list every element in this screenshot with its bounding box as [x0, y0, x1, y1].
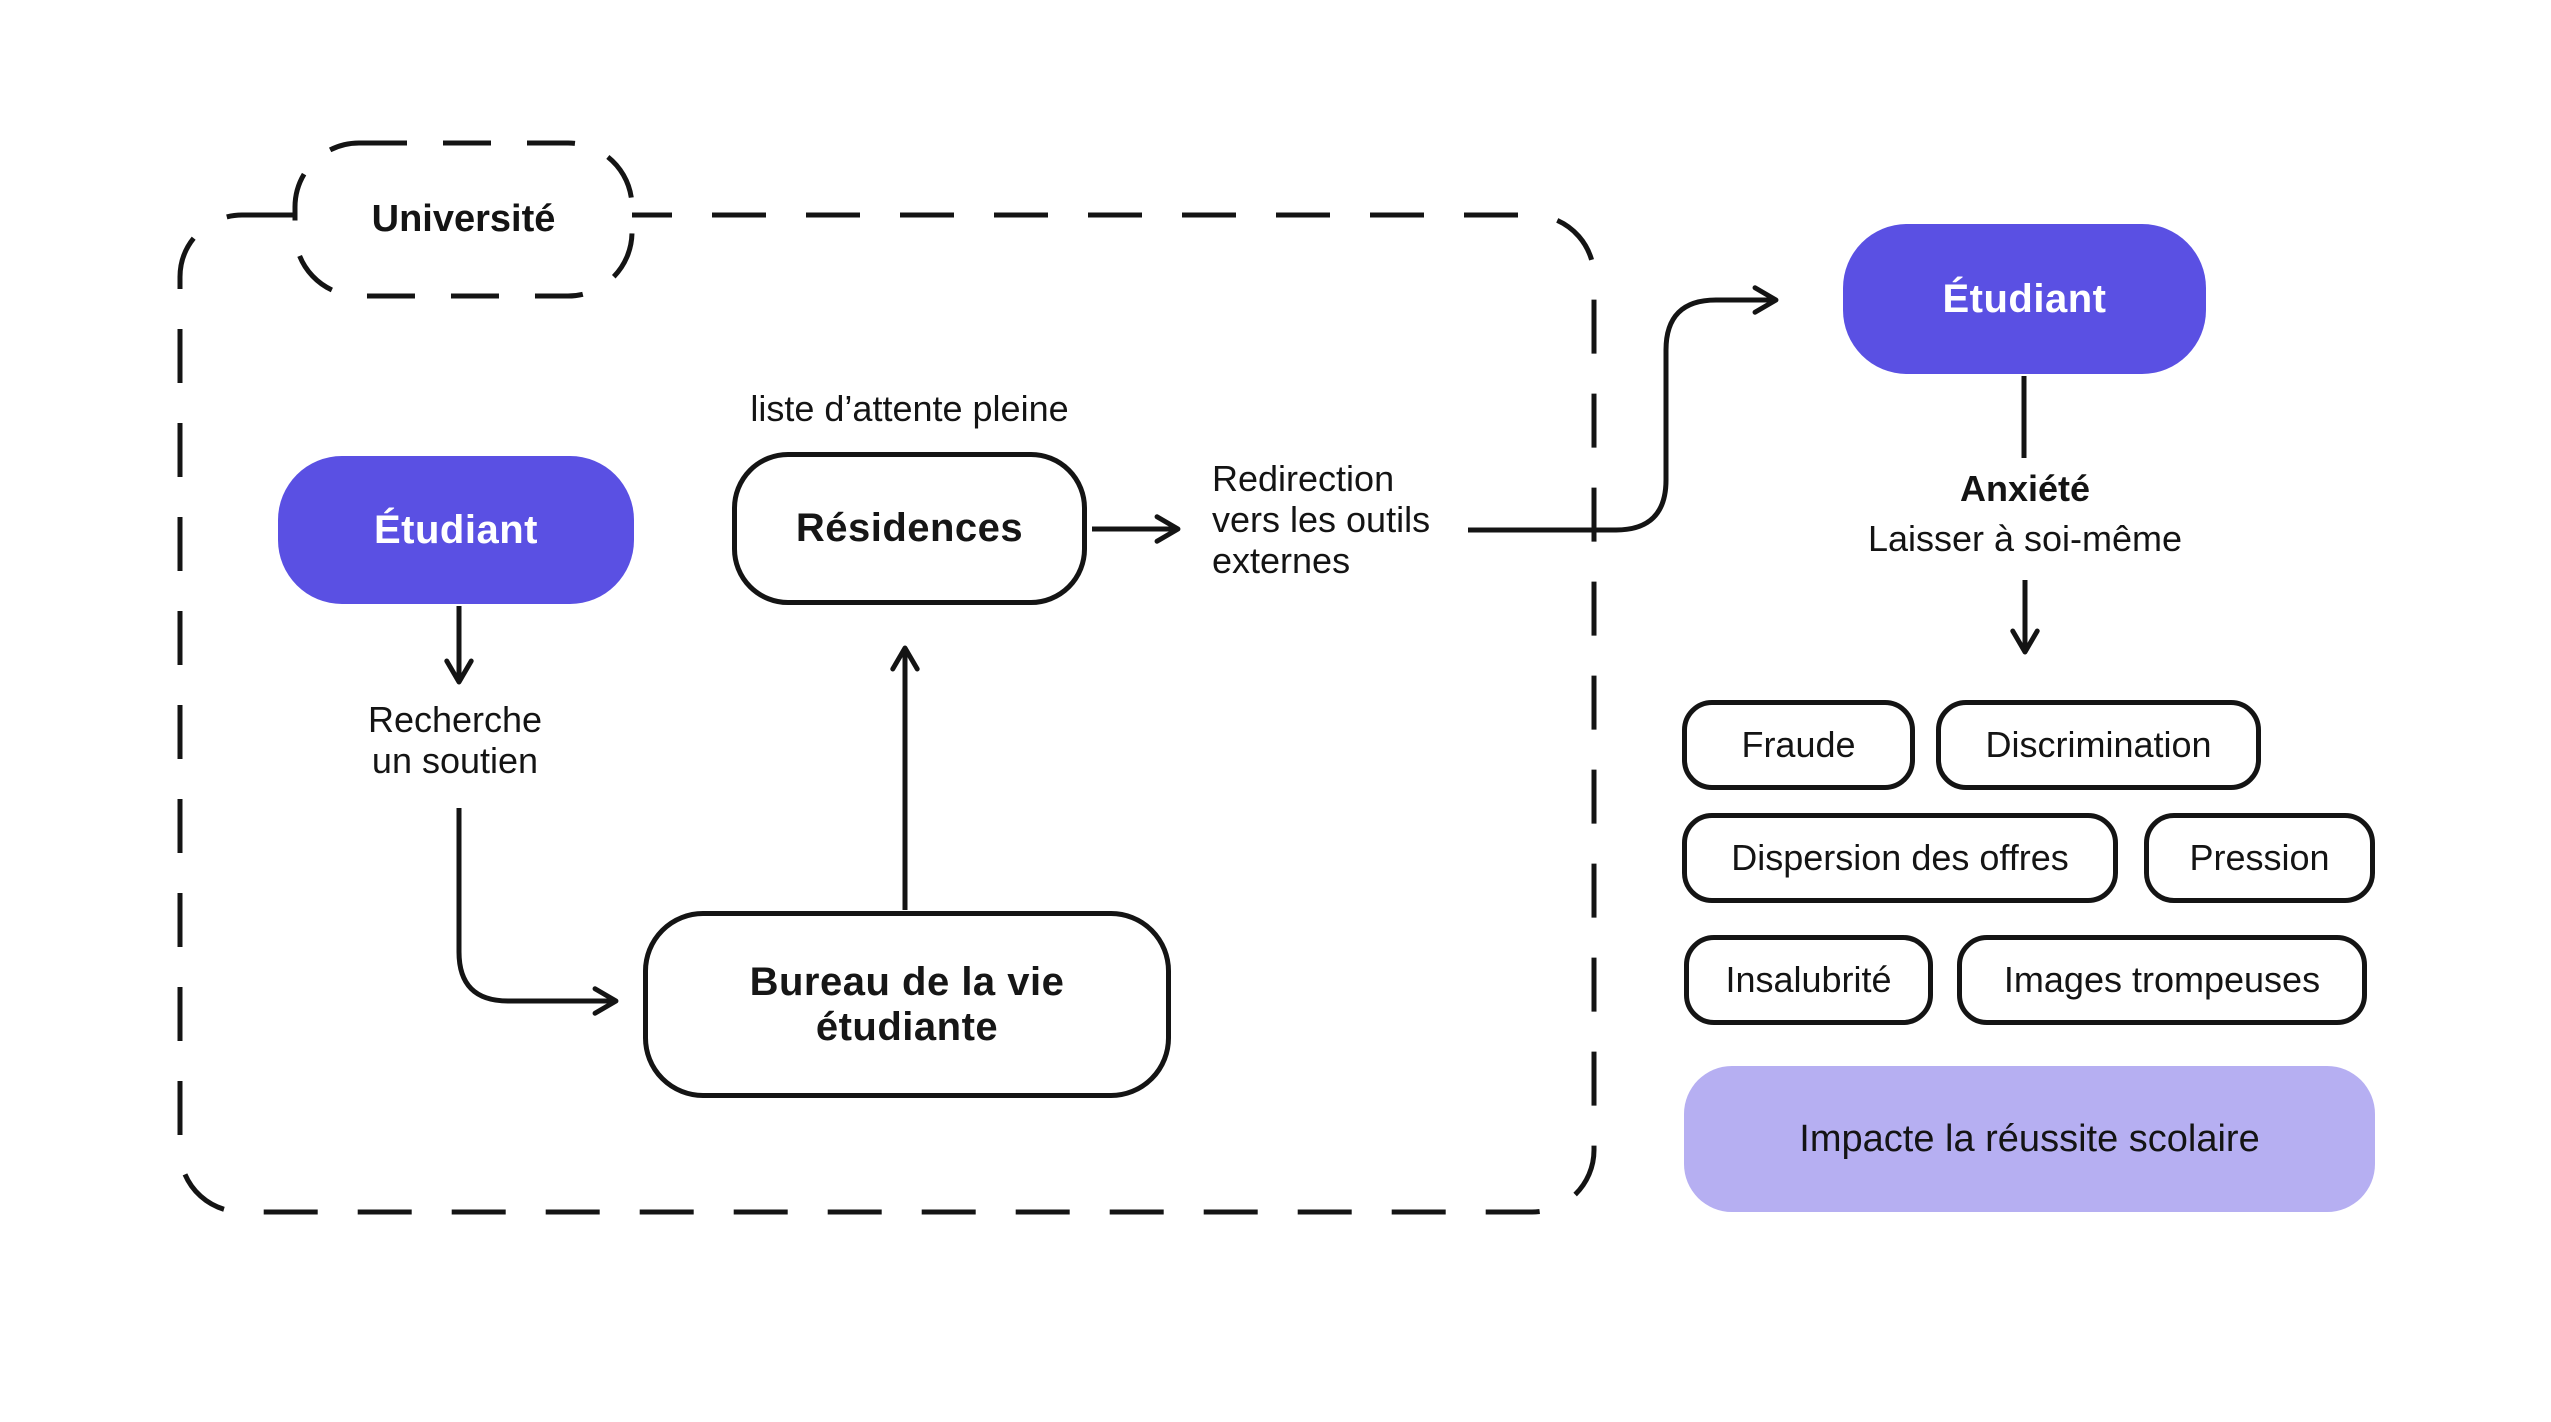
tag-discrimination: Discrimination [1936, 700, 2261, 790]
university-label: Université [371, 198, 556, 240]
label-support-search: Recherche un soutien [367, 699, 543, 781]
label-left-alone: Laisser à soi-même [1867, 517, 2183, 559]
label-redirection: Redirection vers les outils externes [1212, 458, 1431, 581]
university-boundary-box [177, 212, 1597, 1215]
tag-pression: Pression [2144, 813, 2375, 903]
university-label-pill [292, 140, 635, 299]
arrow-support-to-bureau [456, 808, 619, 1016]
tag-dispersion-des-offres: Dispersion des offres [1682, 813, 2118, 903]
node-impact-reussite: Impacte la réussite scolaire [1684, 1066, 2375, 1212]
node-student-right: Étudiant [1843, 224, 2206, 374]
node-residences: Résidences [732, 452, 1087, 605]
tag-images-trompeuses: Images trompeuses [1957, 935, 2367, 1025]
tag-fraude: Fraude [1682, 700, 1915, 790]
label-waitlist-full: liste d’attente pleine [750, 387, 1069, 429]
label-anxiety: Anxiété [1959, 467, 2091, 509]
node-student-left: Étudiant [278, 456, 634, 604]
arrow-redirection-to-student [1468, 285, 1779, 533]
node-bureau-vie-etudiante: Bureau de la vie étudiante [643, 911, 1171, 1098]
tag-insalubrite: Insalubrité [1684, 935, 1933, 1025]
